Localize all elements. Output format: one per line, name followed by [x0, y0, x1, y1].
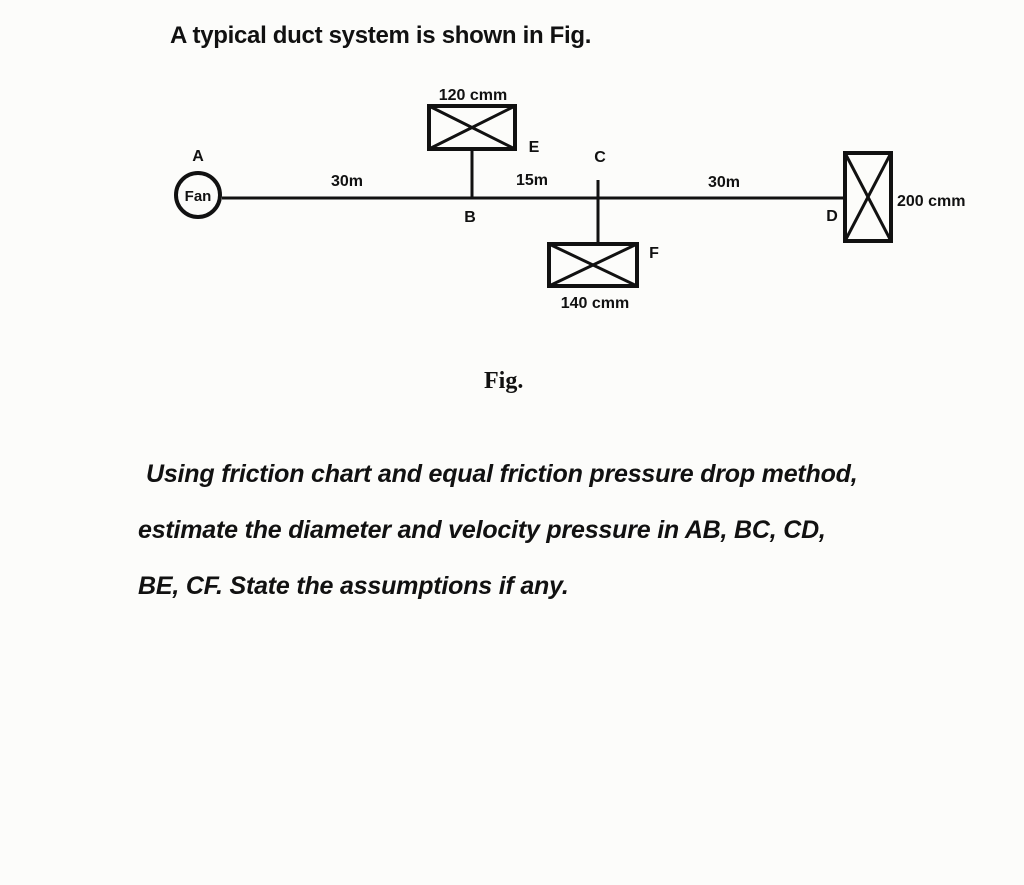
flow-f-label: 140 cmm — [561, 295, 630, 312]
outlet-e-cross-2 — [428, 104, 516, 151]
node-e-label: E — [529, 139, 540, 156]
outlet-e — [427, 104, 517, 151]
duct-system-diagram: Fan A B C D E F 30m 15m 30m 120 cmm 140 … — [174, 87, 966, 312]
fan-label: Fan — [185, 188, 212, 205]
node-f-label: F — [649, 245, 659, 262]
flow-d-label: 200 cmm — [897, 193, 966, 210]
node-a-label: A — [192, 148, 204, 165]
question-line-2: estimate the diameter and velocity press… — [138, 516, 826, 544]
question-line-1: Using friction chart and equal friction … — [146, 460, 858, 488]
outlet-d — [843, 151, 893, 243]
outlet-f-cross-2 — [548, 242, 638, 288]
length-cd-label: 30m — [708, 174, 740, 191]
question-text: Using friction chart and equal friction … — [138, 446, 1008, 614]
node-b-label: B — [464, 209, 476, 226]
outlet-f — [547, 242, 639, 288]
node-d-label: D — [826, 208, 838, 225]
length-bc-label: 15m — [516, 172, 548, 189]
outlet-f-box — [547, 242, 639, 288]
length-ab-label: 30m — [331, 173, 363, 190]
problem-heading: A typical duct system is shown in Fig. — [170, 22, 592, 49]
outlet-d-box — [843, 151, 893, 243]
question-line-3: BE, CF. State the assumptions if any. — [138, 572, 569, 600]
fan: Fan — [174, 171, 222, 219]
figure-caption: Fig. — [484, 368, 524, 394]
node-c-label: C — [594, 149, 606, 166]
fan-circle — [174, 171, 222, 219]
outlet-e-box — [427, 104, 517, 151]
flow-e-label: 120 cmm — [439, 87, 508, 104]
outlet-d-cross-2 — [843, 152, 893, 242]
